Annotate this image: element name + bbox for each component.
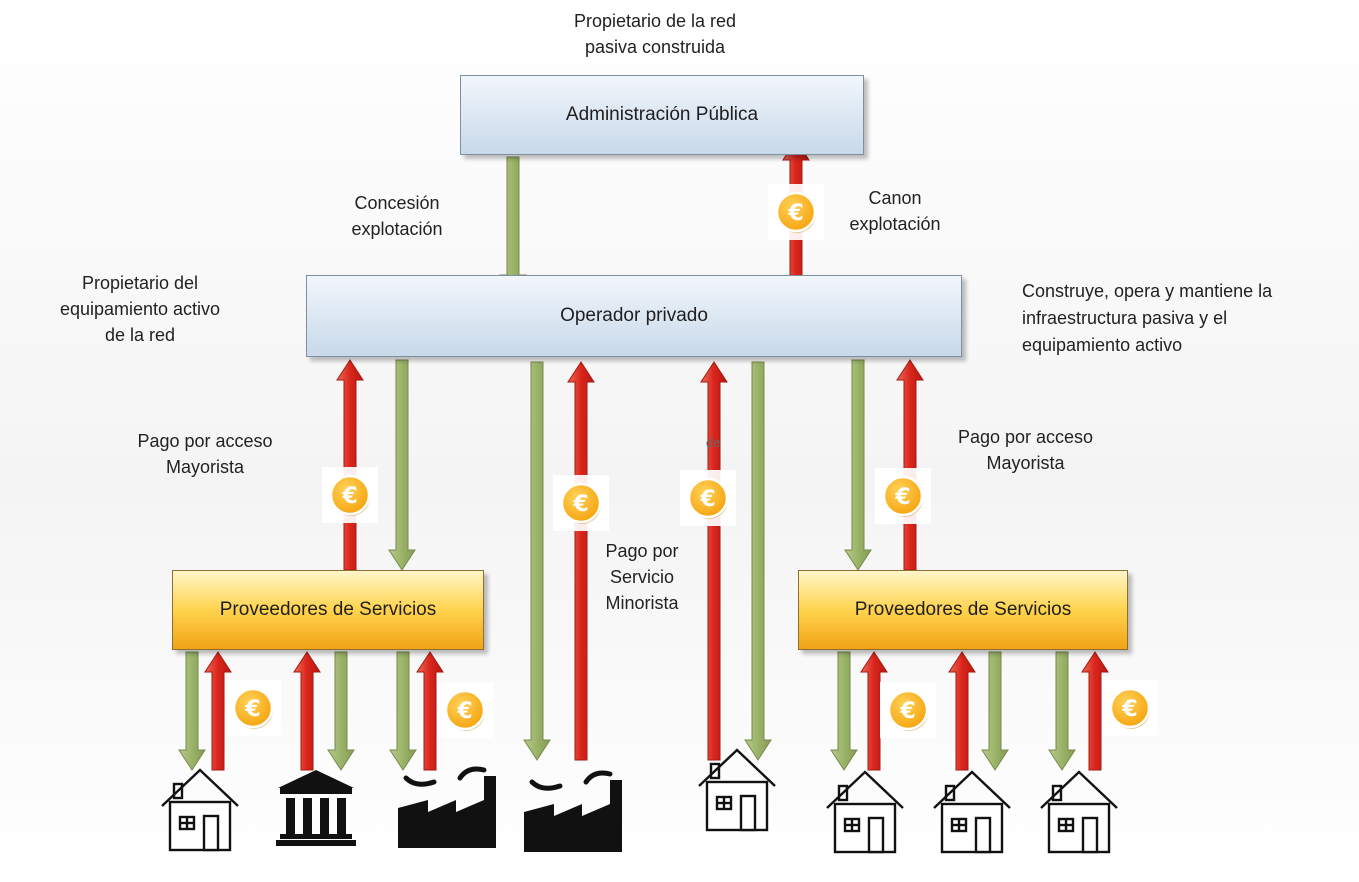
retail-payment-arrow-4 <box>204 651 232 771</box>
retail-service-arrow-7 <box>389 651 417 771</box>
bank-icon <box>276 770 356 846</box>
retail-service-arrow-6 <box>327 651 355 771</box>
retail-payment-arrow-5 <box>293 651 321 771</box>
svg-text:€: € <box>572 492 588 517</box>
svg-text:€: € <box>244 697 260 722</box>
retail-payment-arrow-11 <box>948 651 976 771</box>
direct-service-arrow-1 <box>523 361 551 761</box>
retail-payment-arrow-10 <box>860 651 888 771</box>
factory-icon <box>398 766 496 848</box>
house-icon <box>698 748 776 832</box>
owner-passive-caption: Propietario de la red pasiva construida <box>573 11 737 57</box>
retail-service-arrow-12 <box>981 651 1009 771</box>
euro-coin-icon: € <box>768 184 824 240</box>
euro-coin-icon: € <box>322 467 378 523</box>
wholesale-service-arrow-right <box>844 359 872 571</box>
house-icon <box>1040 770 1118 854</box>
canon-caption: Canon explotación <box>849 188 941 234</box>
euro-coin-icon: € <box>1102 680 1158 736</box>
retail-payment-arrow-2 <box>700 361 728 761</box>
wholesale-payment-arrow-right <box>896 359 924 571</box>
svg-text:€: € <box>699 487 715 512</box>
euro-coin-icon: € <box>880 682 936 738</box>
svg-text:€: € <box>899 699 915 724</box>
wholesale-caption-left: Pago por acceso Mayorista <box>137 431 273 477</box>
retail-payment-arrow-1 <box>567 361 595 761</box>
svg-text:€: € <box>894 485 910 510</box>
euro-coin-icon: € <box>225 680 281 736</box>
retail-service-arrow-13 <box>1048 651 1076 771</box>
wholesale-caption-right: Pago por acceso Mayorista <box>957 427 1094 473</box>
direct-service-arrow-2 <box>744 361 772 761</box>
svg-text:€: € <box>787 201 803 226</box>
concession-caption: Concesión explotación <box>351 193 443 239</box>
providers-box-left: Proveedores de Servicios <box>172 570 484 650</box>
retail-payment-arrow-14 <box>1081 651 1109 771</box>
operator-box: Operador privado <box>306 275 962 357</box>
builds-caption: Construye, opera y mantiene la infraestr… <box>1022 281 1273 355</box>
retail-payment-arrow-8 <box>416 651 444 771</box>
owner-active-caption: Propietario del equipamiento activo de l… <box>59 273 221 345</box>
factory-icon <box>524 770 622 852</box>
euro-coin-icon: € <box>437 682 493 738</box>
admin-box: Administración Pública <box>460 75 864 155</box>
euro-coin-icon: € <box>680 470 736 526</box>
retail-service-arrow-9 <box>830 651 858 771</box>
retail-caption: Pago por Servicio Minorista <box>605 541 679 613</box>
providers-box-right: Proveedores de Servicios <box>798 570 1128 650</box>
wholesale-payment-arrow-left <box>336 359 364 571</box>
house-icon <box>933 770 1011 854</box>
svg-text:€: € <box>1121 697 1137 722</box>
house-icon <box>826 770 904 854</box>
wholesale-service-arrow-left <box>388 359 416 571</box>
house-icon <box>161 768 239 852</box>
euro-coin-icon: € <box>875 468 931 524</box>
stray-text-fragment: de <box>706 435 721 450</box>
euro-coin-icon: € <box>553 475 609 531</box>
svg-text:€: € <box>456 699 472 724</box>
svg-text:€: € <box>341 484 357 509</box>
retail-service-arrow-3 <box>178 651 206 771</box>
